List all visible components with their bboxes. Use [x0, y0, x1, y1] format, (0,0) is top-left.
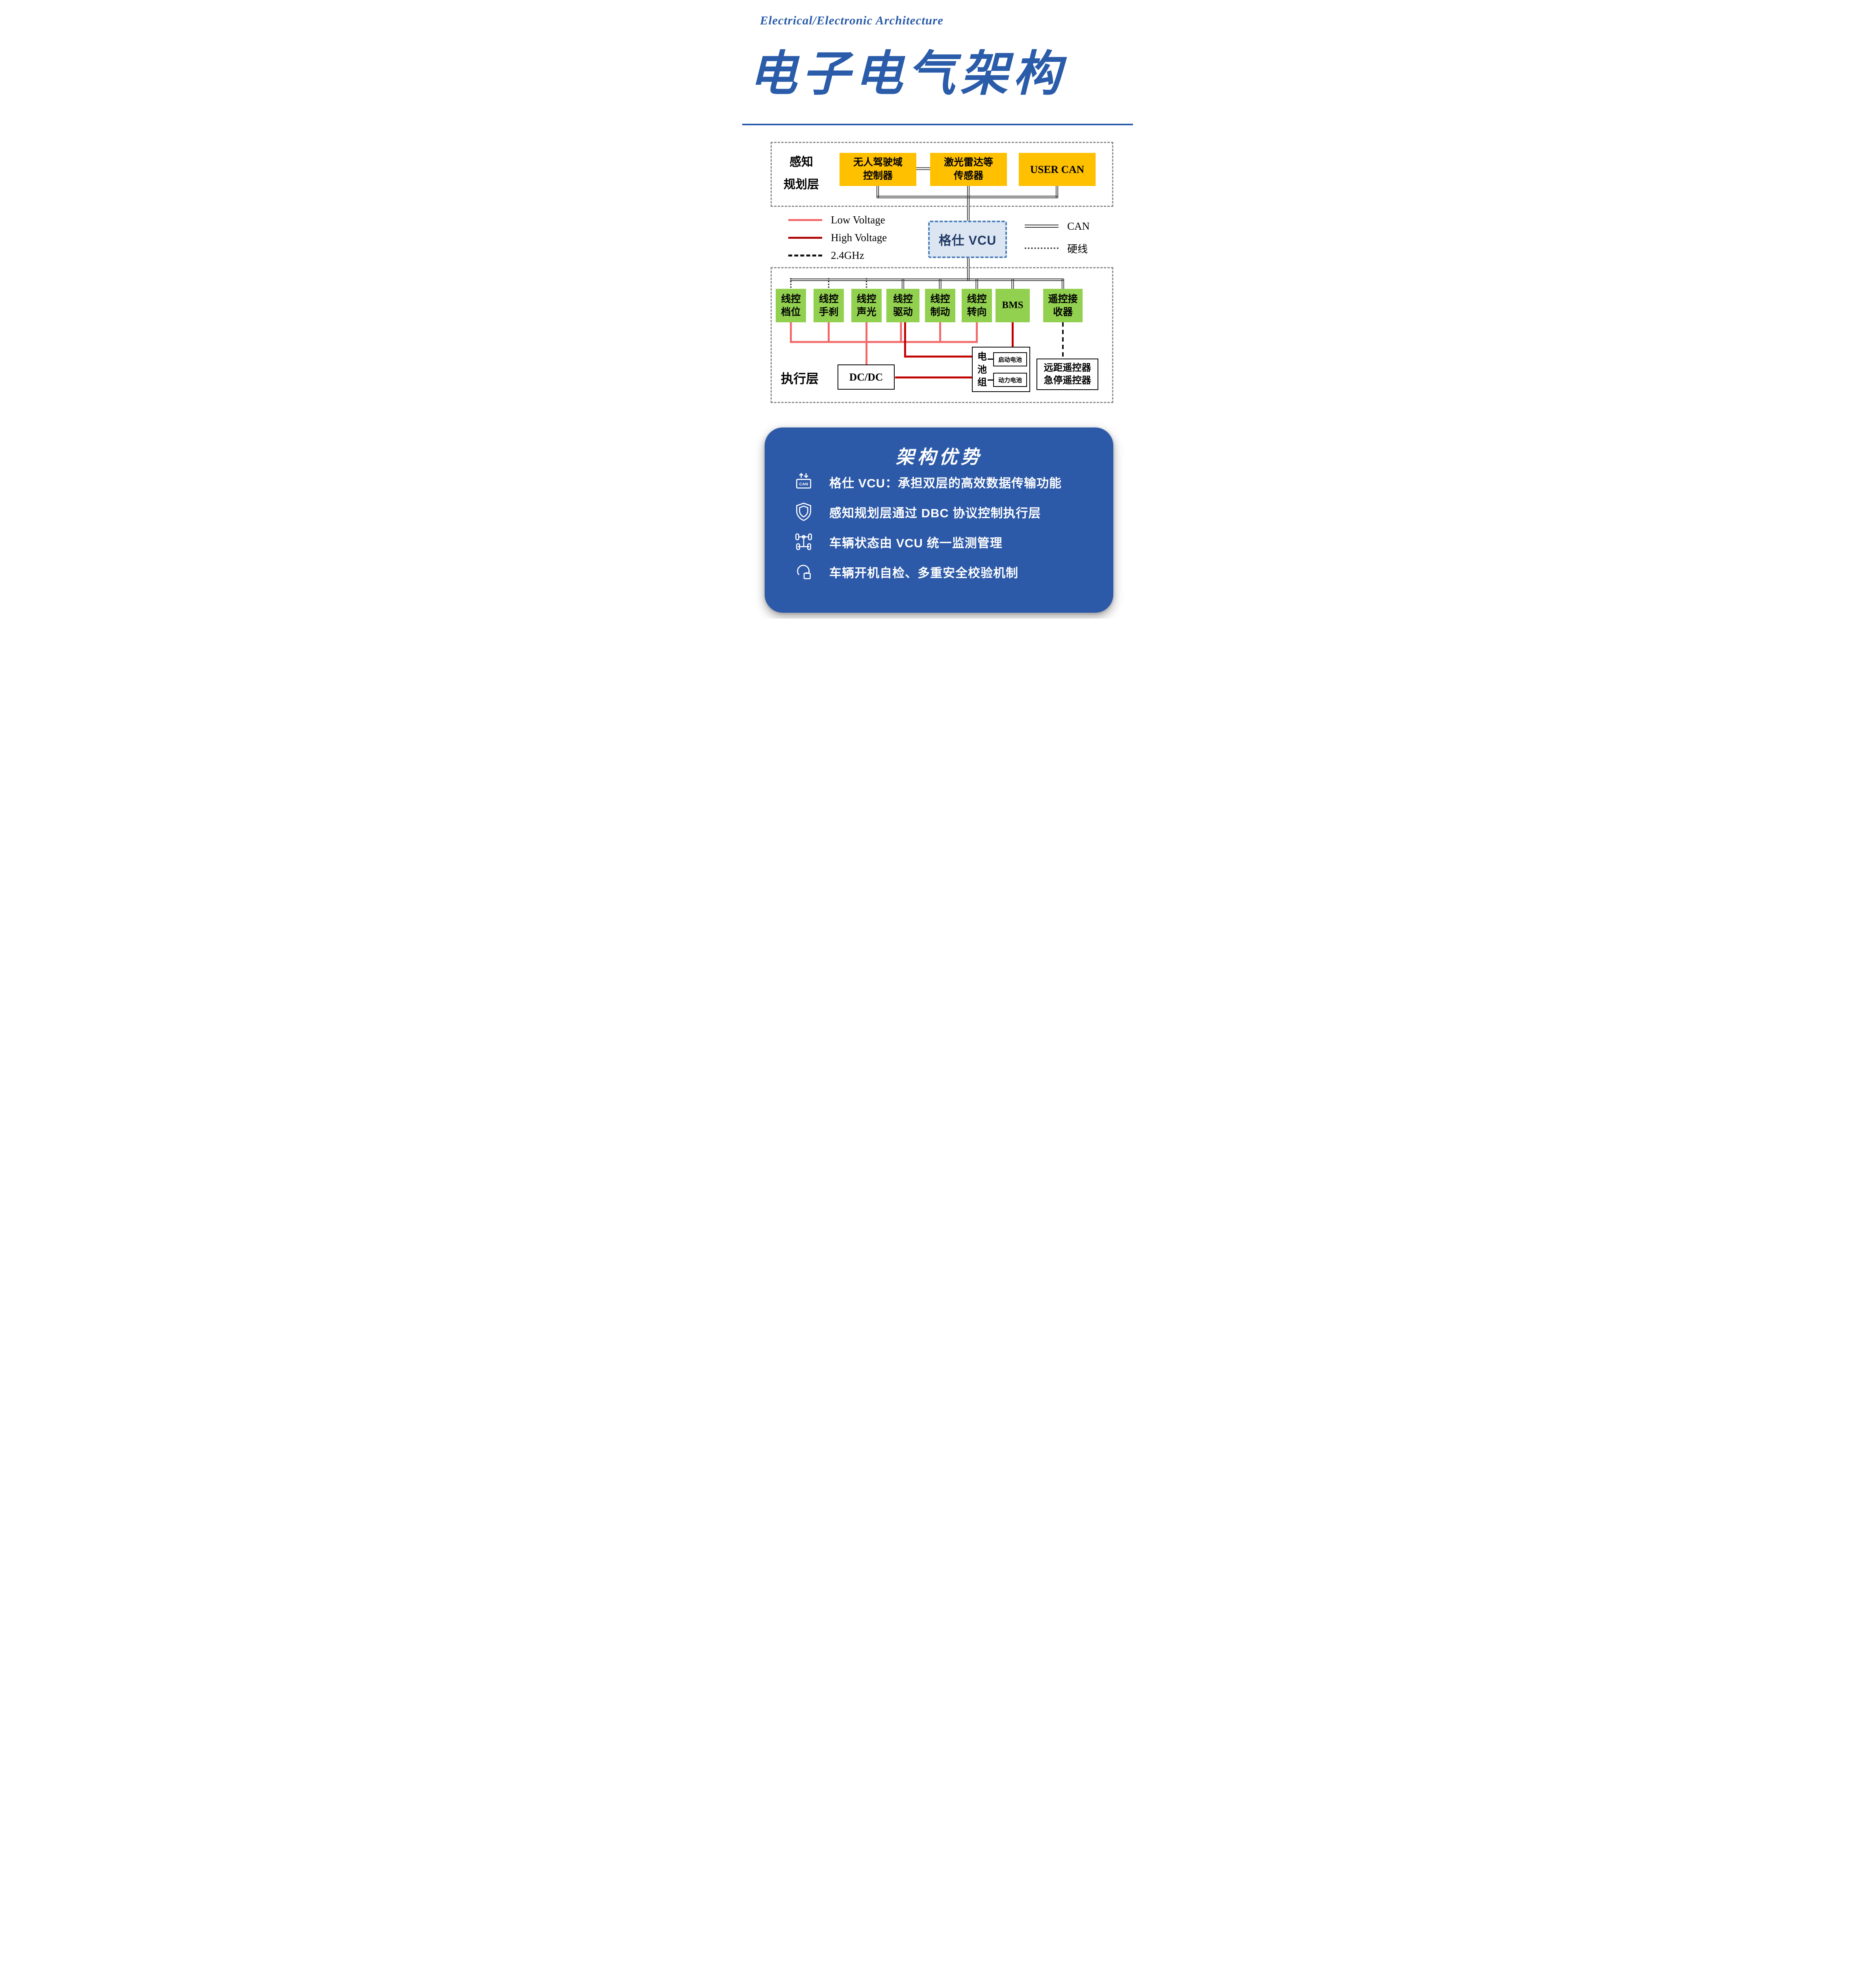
execution-layer-box	[771, 267, 1113, 403]
node-label: 档位	[781, 306, 801, 318]
node-wire-drive: 线控 驱动	[886, 289, 919, 322]
node-label: 控制器	[863, 170, 893, 181]
node-user-can: USER CAN	[1019, 153, 1096, 186]
perception-layer-label: 感知 规划层	[777, 151, 826, 196]
battery-connector	[988, 359, 993, 360]
node-label: 急停遥控器	[1044, 375, 1091, 386]
legend-label: High Voltage	[831, 231, 887, 243]
node-label: 转向	[967, 306, 987, 318]
node-label: 线控	[967, 294, 987, 305]
node-label: 传感器	[953, 170, 983, 181]
node-label: 制动	[930, 306, 950, 318]
node-label: 遥控接	[1048, 294, 1078, 305]
node-wire-gear: 线控 档位	[776, 289, 806, 322]
advantage-text: 感知规划层通过 DBC 协议控制执行层	[829, 506, 1041, 520]
legend-label: 2.4GHz	[831, 249, 864, 261]
advantages-title: 架构优势	[895, 446, 983, 467]
node-label: 激光雷达等	[944, 157, 993, 168]
legend-can: CAN	[1025, 220, 1090, 232]
node-autonomous-domain-controller: 无人驾驶域 控制器	[840, 153, 916, 186]
legend-label: 硬线	[1067, 243, 1088, 255]
node-label: 手刹	[819, 306, 839, 318]
node-label: 线控	[930, 294, 950, 305]
advantage-text: 车辆状态由 VCU 统一监测管理	[829, 536, 1003, 550]
legend-low-voltage: Low Voltage	[788, 214, 885, 226]
node-label: 无人驾驶域	[853, 157, 903, 168]
node-remote-controllers: 远距遥控器 急停遥控器	[1036, 359, 1098, 390]
node-wire-handbrake: 线控 手刹	[814, 289, 844, 322]
page: Electrical/Electronic Architecture 电子电气架…	[704, 0, 1172, 619]
perception-label-line2: 规划层	[784, 178, 819, 191]
low-voltage-sample-line	[788, 219, 822, 221]
english-subtitle: Electrical/Electronic Architecture	[760, 13, 944, 27]
battery-pack-label: 电池组	[977, 351, 987, 388]
node-lidar-sensors: 激光雷达等 传感器	[930, 153, 1007, 186]
node-power-battery: 动力电池	[993, 373, 1027, 387]
advantages-panel: 架构优势 CAN 格仕 VCU：承担双层的高效数据传输功能 感知规划层通过 DB…	[765, 427, 1113, 613]
node-label: USER CAN	[1030, 163, 1085, 175]
advantage-item: 感知规划层通过 DBC 协议控制执行层	[793, 501, 1041, 523]
node-label: 驱动	[893, 306, 913, 318]
legend-label: CAN	[1067, 220, 1090, 232]
node-battery-pack: 电池组 启动电池 动力电池	[972, 347, 1030, 392]
execution-layer-label: 执行层	[781, 372, 819, 386]
advantage-text: 格仕 VCU：承担双层的高效数据传输功能	[829, 476, 1062, 490]
title-divider	[742, 124, 1133, 125]
can-sample-line	[1025, 225, 1059, 228]
node-remote-receiver: 遥控接 收器	[1043, 289, 1083, 322]
battery-connector	[988, 379, 993, 381]
node-bms: BMS	[996, 289, 1030, 322]
node-label: 线控	[819, 294, 839, 305]
hardwire-sample-line	[1025, 247, 1059, 249]
wireless-sample-line	[788, 254, 822, 256]
svg-text:CAN: CAN	[799, 482, 808, 487]
advantage-item: 车辆开机自检、多重安全校验机制	[793, 561, 1018, 583]
node-label: 收器	[1053, 306, 1073, 318]
node-label: 线控	[856, 294, 877, 305]
node-starter-battery: 启动电池	[993, 352, 1027, 366]
chassis-icon	[795, 533, 812, 550]
legend-high-voltage: High Voltage	[788, 232, 887, 243]
legend-label: Low Voltage	[831, 214, 885, 226]
shield-icon	[796, 502, 812, 521]
node-wire-brake: 线控 制动	[925, 289, 955, 322]
node-wire-light-sound: 线控 声光	[851, 289, 882, 322]
advantage-text: 车辆开机自检、多重安全校验机制	[829, 566, 1018, 580]
perception-layer-box	[771, 142, 1113, 207]
node-label: 声光	[856, 306, 877, 318]
node-vcu: 格仕 VCU	[928, 221, 1007, 258]
node-label: 线控	[893, 294, 913, 305]
page-title: 电子电气架构	[749, 48, 1066, 101]
can-bus-icon: CAN	[796, 473, 812, 489]
legend-hardwire: 硬线	[1025, 243, 1088, 255]
legend-wireless: 2.4GHz	[788, 249, 864, 261]
high-voltage-sample-line	[788, 236, 822, 239]
node-label: 远距遥控器	[1044, 362, 1091, 373]
advantage-item: 车辆状态由 VCU 统一监测管理	[793, 531, 1003, 553]
perception-label-line1: 感知	[789, 156, 813, 169]
node-label: BMS	[1002, 300, 1023, 311]
advantage-item: CAN 格仕 VCU：承担双层的高效数据传输功能	[793, 471, 1062, 493]
node-label: 线控	[781, 294, 801, 305]
node-dcdc: DC/DC	[838, 364, 895, 390]
restart-icon	[797, 565, 811, 580]
node-wire-steering: 线控 转向	[962, 289, 992, 322]
